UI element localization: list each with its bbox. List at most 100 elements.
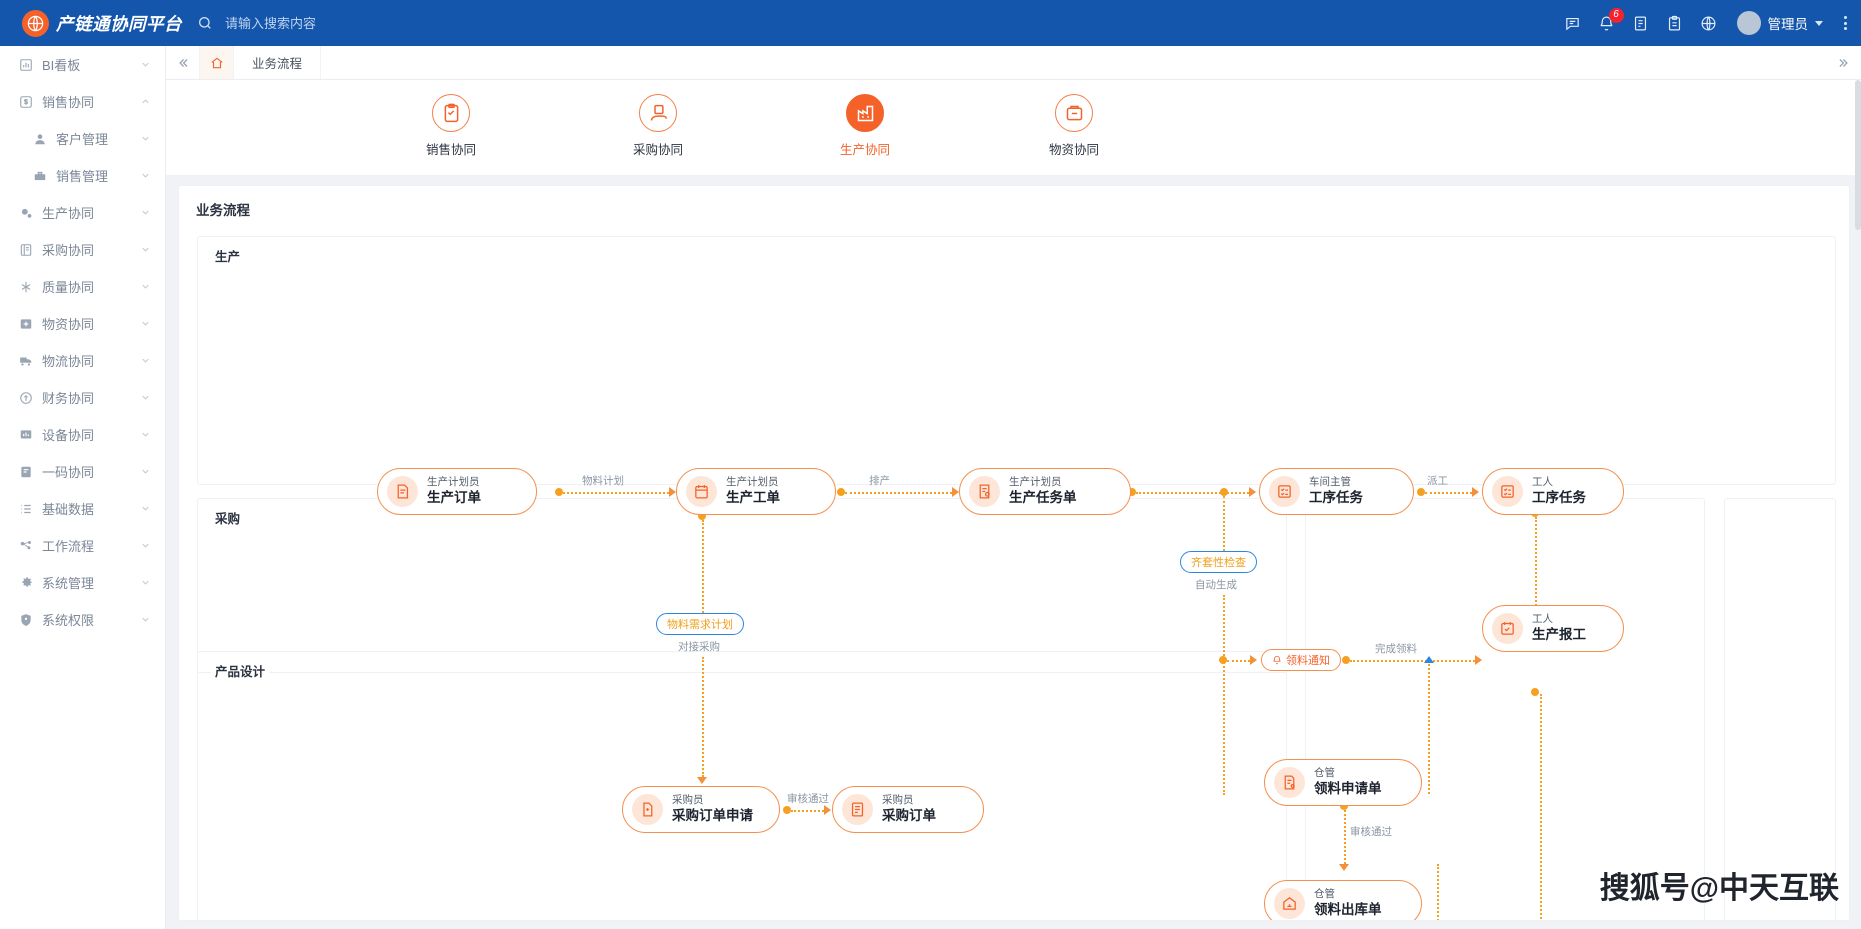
- sidebar-item-device[interactable]: 设备协同: [0, 416, 165, 453]
- chevron-up-icon: [140, 96, 151, 107]
- device-icon: [18, 427, 33, 442]
- edge-arrow: [1249, 487, 1256, 497]
- sidebar-item-logistics[interactable]: 物流协同: [0, 342, 165, 379]
- node-role: 生产计划员: [427, 476, 480, 489]
- sidebar-item-basedata[interactable]: 基础数据: [0, 490, 165, 527]
- truck-icon: [18, 353, 33, 368]
- document-icon[interactable]: [1632, 15, 1649, 32]
- logo-text: 产链通协同平台: [56, 13, 182, 34]
- sidebar-item-label: 采购协同: [42, 243, 95, 258]
- header-search[interactable]: [197, 15, 485, 31]
- node-title: 工序任务: [1309, 490, 1363, 506]
- sidebar-item-material[interactable]: 物资协同: [0, 305, 165, 342]
- node-title: 生产订单: [427, 490, 481, 506]
- user-menu[interactable]: 管理员: [1736, 11, 1823, 35]
- sidebar-item-sales-mgmt[interactable]: 销售管理: [0, 157, 165, 194]
- node-role: 生产计划员: [726, 476, 779, 489]
- edge-kitting-to-pick: [1223, 595, 1225, 795]
- category-purchase[interactable]: 采购协同: [598, 94, 718, 158]
- tab-business-flow[interactable]: 业务流程: [234, 46, 322, 79]
- edge-dot: [1128, 488, 1136, 496]
- edge-label: 物料计划: [582, 475, 624, 487]
- home-tab-button[interactable]: [200, 46, 234, 79]
- sidebar-item-label: 工作流程: [42, 539, 95, 554]
- category-production[interactable]: 生产协同: [805, 94, 925, 158]
- tab-expand-button[interactable]: [1827, 46, 1861, 79]
- more-options-icon[interactable]: [1840, 16, 1847, 30]
- node-pick-outbound-order[interactable]: 仓管 领料出库单: [1264, 880, 1422, 920]
- sidebar-item-onecode[interactable]: 一码协同: [0, 453, 165, 490]
- sidebar-item-production[interactable]: 生产协同: [0, 194, 165, 231]
- bell-icon[interactable]: 6: [1598, 7, 1624, 32]
- node-workshop-process-task[interactable]: 车间主管 工序任务: [1259, 468, 1414, 515]
- search-input[interactable]: [225, 15, 485, 31]
- user-icon: [32, 131, 47, 146]
- logo[interactable]: 产链通协同平台: [0, 9, 185, 37]
- node-production-work-order[interactable]: 生产计划员 生产工单: [676, 468, 836, 515]
- node-title: 领料申请单: [1314, 781, 1382, 797]
- message-icon[interactable]: [1564, 15, 1581, 32]
- edge-arrow: [697, 777, 707, 784]
- header-actions: 6 管理员: [1564, 7, 1861, 35]
- sidebar-item-purchase[interactable]: 采购协同: [0, 231, 165, 268]
- sidebar-item-quality[interactable]: 质量协同: [0, 268, 165, 305]
- sidebar-collapse-button[interactable]: [166, 46, 200, 79]
- node-worker-process-task[interactable]: 工人 工序任务: [1482, 468, 1624, 515]
- chevron-down-icon: [140, 577, 151, 588]
- node-title: 工序任务: [1532, 490, 1586, 506]
- dollar-icon: [18, 94, 33, 109]
- node-purchase-order-request[interactable]: 采购员 采购订单申请: [622, 786, 780, 833]
- pill-mrp[interactable]: 物料需求计划: [656, 613, 744, 635]
- order-doc-icon: [387, 476, 418, 507]
- sidebar-item-label: 生产协同: [42, 206, 95, 221]
- category-sales[interactable]: 销售协同: [391, 94, 511, 158]
- chevron-down-icon: [140, 244, 151, 255]
- app-header: 产链通协同平台 6: [0, 0, 1861, 46]
- sales-contract-icon: [432, 94, 470, 132]
- edge-finish-pick: [1350, 660, 1475, 662]
- edge-label: 排产: [869, 475, 890, 487]
- sidebar-item-label: 客户管理: [56, 132, 109, 147]
- node-pick-request-order[interactable]: 仓管 领料申请单: [1264, 759, 1422, 806]
- category-label: 销售协同: [425, 143, 476, 157]
- node-purchase-order[interactable]: 采购员 采购订单: [832, 786, 984, 833]
- edge-branch-dot: [1220, 488, 1228, 496]
- chevron-down-icon: [140, 207, 151, 218]
- node-production-task-order[interactable]: 生产计划员 生产任务单: [959, 468, 1131, 515]
- chevron-down-icon: [140, 133, 151, 144]
- group-purchase-title: 采购: [211, 508, 245, 527]
- sidebar-item-label: 基础数据: [42, 502, 95, 517]
- page-scrollbar[interactable]: [1855, 80, 1861, 230]
- sidebar-item-customer[interactable]: 客户管理: [0, 120, 165, 157]
- category-label: 生产协同: [839, 143, 890, 157]
- category-nav: 销售协同 采购协同 生产协同 物资协同: [166, 80, 1861, 175]
- node-role: 采购员: [672, 794, 704, 807]
- order-list-icon: [842, 794, 873, 825]
- node-role: 仓管: [1314, 888, 1335, 901]
- node-role: 工人: [1532, 476, 1553, 489]
- sidebar-item-sales[interactable]: 销售协同: [0, 83, 165, 120]
- edge-dot: [1417, 488, 1425, 496]
- sidebar-item-workflow[interactable]: 工作流程: [0, 527, 165, 564]
- book-icon: [18, 242, 33, 257]
- pill-pick-notice[interactable]: 领料通知: [1261, 649, 1341, 671]
- edge-arrow: [952, 487, 959, 497]
- edge-dispatch: [1425, 492, 1472, 494]
- node-worker-production-report[interactable]: 工人 生产报工: [1482, 605, 1624, 652]
- edge-arrow: [1472, 487, 1479, 497]
- sidebar-item-label: 设备协同: [42, 428, 95, 443]
- category-material[interactable]: 物资协同: [1014, 94, 1134, 158]
- sidebar-item-permission[interactable]: 系统权限: [0, 601, 165, 638]
- pill-kitting-check[interactable]: 齐套性检查: [1180, 551, 1257, 573]
- sidebar-item-finance[interactable]: 财务协同: [0, 379, 165, 416]
- globe-icon[interactable]: [1700, 15, 1717, 32]
- clipboard-icon[interactable]: [1666, 15, 1683, 32]
- node-production-order[interactable]: 生产计划员 生产订单: [377, 468, 537, 515]
- sidebar-item-label: 财务协同: [42, 391, 95, 406]
- group-material: [1305, 498, 1705, 920]
- quality-icon: [18, 279, 33, 294]
- sidebar-item-system[interactable]: 系统管理: [0, 564, 165, 601]
- chevron-down-icon: [140, 503, 151, 514]
- sidebar-item-bi[interactable]: BI看板: [0, 46, 165, 83]
